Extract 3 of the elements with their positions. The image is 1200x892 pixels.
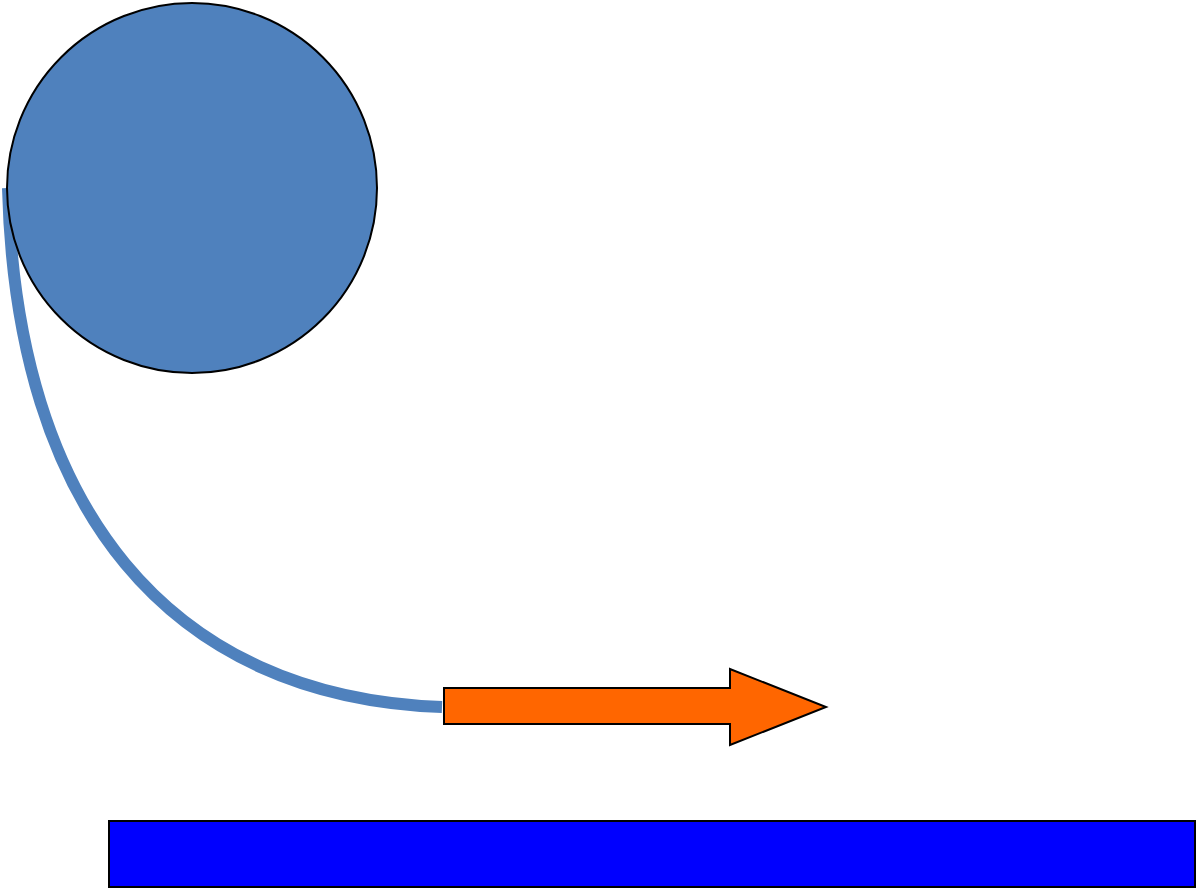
bar-shape [108,820,1196,888]
block-arrow [442,668,828,746]
curved-line [2,187,443,713]
